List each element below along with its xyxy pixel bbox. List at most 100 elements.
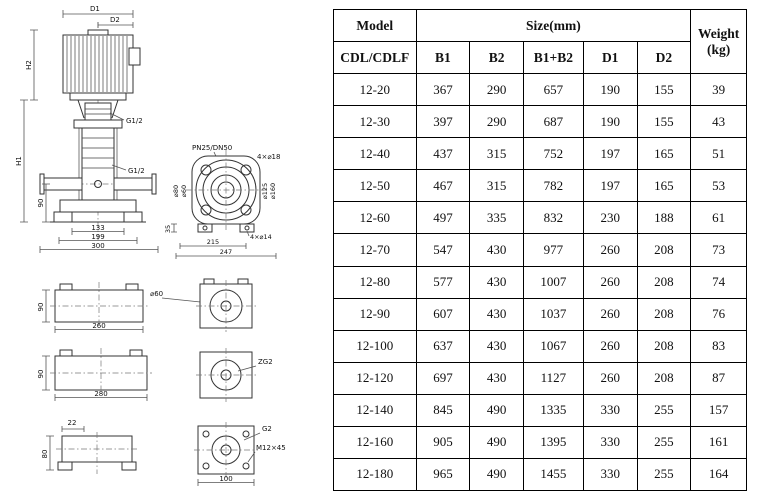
- lantern-bracket: [77, 99, 119, 119]
- dimension-table-area: Model Size(mm) Weight (kg) CDL/CDLF B1 B…: [333, 8, 747, 492]
- cell-b2: 335: [469, 201, 524, 235]
- cell-d1: 330: [582, 457, 638, 492]
- cell-b1b2: 1395: [522, 425, 584, 459]
- dim-line-247: [175, 253, 277, 259]
- dim-label-d2: D2: [110, 16, 120, 24]
- cell-b2: 490: [469, 393, 524, 427]
- leader-holes14: [246, 230, 250, 237]
- cell-d1: 330: [582, 393, 638, 427]
- cell-d2: 208: [636, 265, 692, 299]
- motor-cap: [87, 29, 109, 36]
- cell-b1b2: 782: [522, 169, 584, 203]
- motor-flange: [69, 92, 127, 101]
- cell-b2: 490: [469, 425, 524, 459]
- cell-b2: 290: [469, 73, 524, 107]
- flange-foot: [197, 223, 213, 233]
- bracket-tab: [125, 283, 139, 291]
- weight-label-line2: (kg): [706, 41, 731, 57]
- cell-d1: 190: [582, 73, 638, 107]
- port-tab: [237, 278, 249, 285]
- col-subheader-b2: B2: [469, 41, 524, 75]
- cell-b1b2: 1037: [522, 297, 584, 331]
- table-row: 12-40 437 315 752 197 165 51: [333, 137, 747, 171]
- cell-d2: 255: [636, 457, 692, 492]
- dim-line-side1-h: [42, 289, 50, 323]
- col-subheader-d1: D1: [582, 41, 638, 75]
- leader-g2: [243, 432, 261, 441]
- cell-d1: 260: [582, 265, 638, 299]
- cell-weight: 161: [690, 425, 747, 459]
- port-centerlines: [196, 348, 256, 402]
- front-elevation-view: D1 D2 G1/2: [15, 5, 159, 253]
- port-centerlines: [194, 422, 258, 478]
- cell-weight: 87: [690, 361, 747, 395]
- port-label-g-mid: G1/2: [128, 167, 145, 175]
- cell-weight: 157: [690, 393, 747, 427]
- pump-technical-drawing: D1 D2 G1/2: [0, 0, 332, 500]
- bolt-holes-18-label: 4×⌀18: [257, 153, 280, 161]
- cell-d1: 230: [582, 201, 638, 235]
- cell-weight: 164: [690, 457, 747, 492]
- cell-model: 12-50: [333, 169, 417, 203]
- side-view-row1: 90 260 ⌀60: [37, 278, 256, 333]
- cell-b1: 397: [415, 105, 471, 139]
- table-row: 12-160 905 490 1395 330 255 161: [333, 425, 747, 459]
- coupling: [84, 102, 112, 121]
- bolt-hole: [202, 430, 210, 438]
- bolt-hole: [200, 204, 212, 216]
- cell-d1: 190: [582, 105, 638, 139]
- dim-label-35: 35: [164, 225, 172, 233]
- cell-b1: 577: [415, 265, 471, 299]
- cell-b1: 607: [415, 297, 471, 331]
- dimension-table: Model Size(mm) Weight (kg) CDL/CDLF B1 B…: [333, 8, 747, 492]
- port-tab: [203, 278, 215, 285]
- table-row: 12-20 367 290 657 190 155 39: [333, 73, 747, 107]
- cell-d2: 208: [636, 329, 692, 363]
- cell-b1: 497: [415, 201, 471, 235]
- terminal-box: [128, 47, 141, 66]
- cell-d1: 260: [582, 361, 638, 395]
- cell-weight: 51: [690, 137, 747, 171]
- cell-d2: 208: [636, 361, 692, 395]
- weight-label-line1: Weight: [697, 25, 740, 41]
- cell-model: 12-70: [333, 233, 417, 267]
- dim-label-d1: D1: [90, 5, 100, 13]
- col-subheader-b1: B1: [415, 41, 471, 75]
- cell-weight: 74: [690, 265, 747, 299]
- coupling-lines: [85, 108, 111, 115]
- cell-d2: 165: [636, 137, 692, 171]
- foot-hole: [244, 225, 250, 231]
- cell-model: 12-80: [333, 265, 417, 299]
- cell-model: 12-160: [333, 425, 417, 459]
- flange-centerlines: [186, 150, 266, 230]
- dim-line-side1-w: [54, 326, 144, 333]
- cell-b2: 430: [469, 361, 524, 395]
- bolt-hole: [202, 462, 210, 470]
- cell-b1: 437: [415, 137, 471, 171]
- dim-line-d2: [97, 22, 134, 28]
- dim-line-22: [61, 426, 85, 432]
- cell-d2: 155: [636, 73, 692, 107]
- table-row: 12-120 697 430 1127 260 208 87: [333, 361, 747, 395]
- dim-label-h1: H1: [15, 156, 23, 166]
- dim-label-80: 80: [41, 450, 49, 459]
- pump-barrel: [81, 127, 115, 201]
- foot-hole: [202, 225, 208, 231]
- dim-line-90: [42, 183, 50, 223]
- bolt-hole: [240, 164, 252, 176]
- bolt-hole: [200, 164, 212, 176]
- dim-label-215: 215: [207, 238, 219, 246]
- cell-d2: 155: [636, 105, 692, 139]
- cell-b2: 490: [469, 457, 524, 492]
- dim-label-h2: H2: [25, 60, 33, 70]
- col-header-weight: Weight (kg): [690, 8, 747, 75]
- dim-line-100: [197, 479, 255, 486]
- dim-label-side2-h: 90: [37, 370, 45, 379]
- flange-spec-label: PN25/DN50: [192, 144, 232, 152]
- flange-bore: [217, 181, 235, 199]
- dim-label-300: 300: [91, 242, 104, 250]
- discharge-port: [113, 177, 153, 191]
- dim-line-h2: [30, 29, 38, 101]
- foot-right: [123, 211, 143, 223]
